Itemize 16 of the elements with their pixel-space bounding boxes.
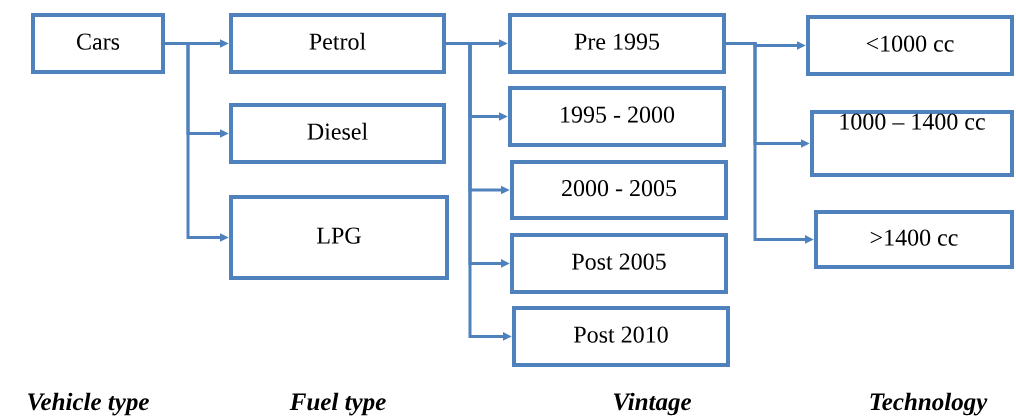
- category-box: >1400 cc: [814, 210, 1014, 269]
- category-box: <1000 cc: [806, 15, 1014, 76]
- category-box: Post 2005: [510, 233, 728, 294]
- column-heading: Vintage: [613, 392, 692, 416]
- category-box: Diesel: [229, 103, 446, 164]
- column-heading: Technology: [870, 392, 988, 416]
- category-box: 2000 - 2005: [510, 160, 728, 220]
- column-heading: Vehicle type: [28, 392, 149, 416]
- column-heading: Fuel type: [289, 392, 386, 416]
- category-box: Post 2010: [512, 306, 730, 367]
- category-box: Petrol: [229, 13, 446, 74]
- category-box: Pre 1995: [508, 13, 726, 74]
- category-box: LPG: [229, 195, 449, 280]
- category-box: 1000 – 1400 cc: [810, 110, 1014, 177]
- category-box: 1995 - 2000: [508, 86, 726, 147]
- category-box: Cars: [31, 13, 165, 74]
